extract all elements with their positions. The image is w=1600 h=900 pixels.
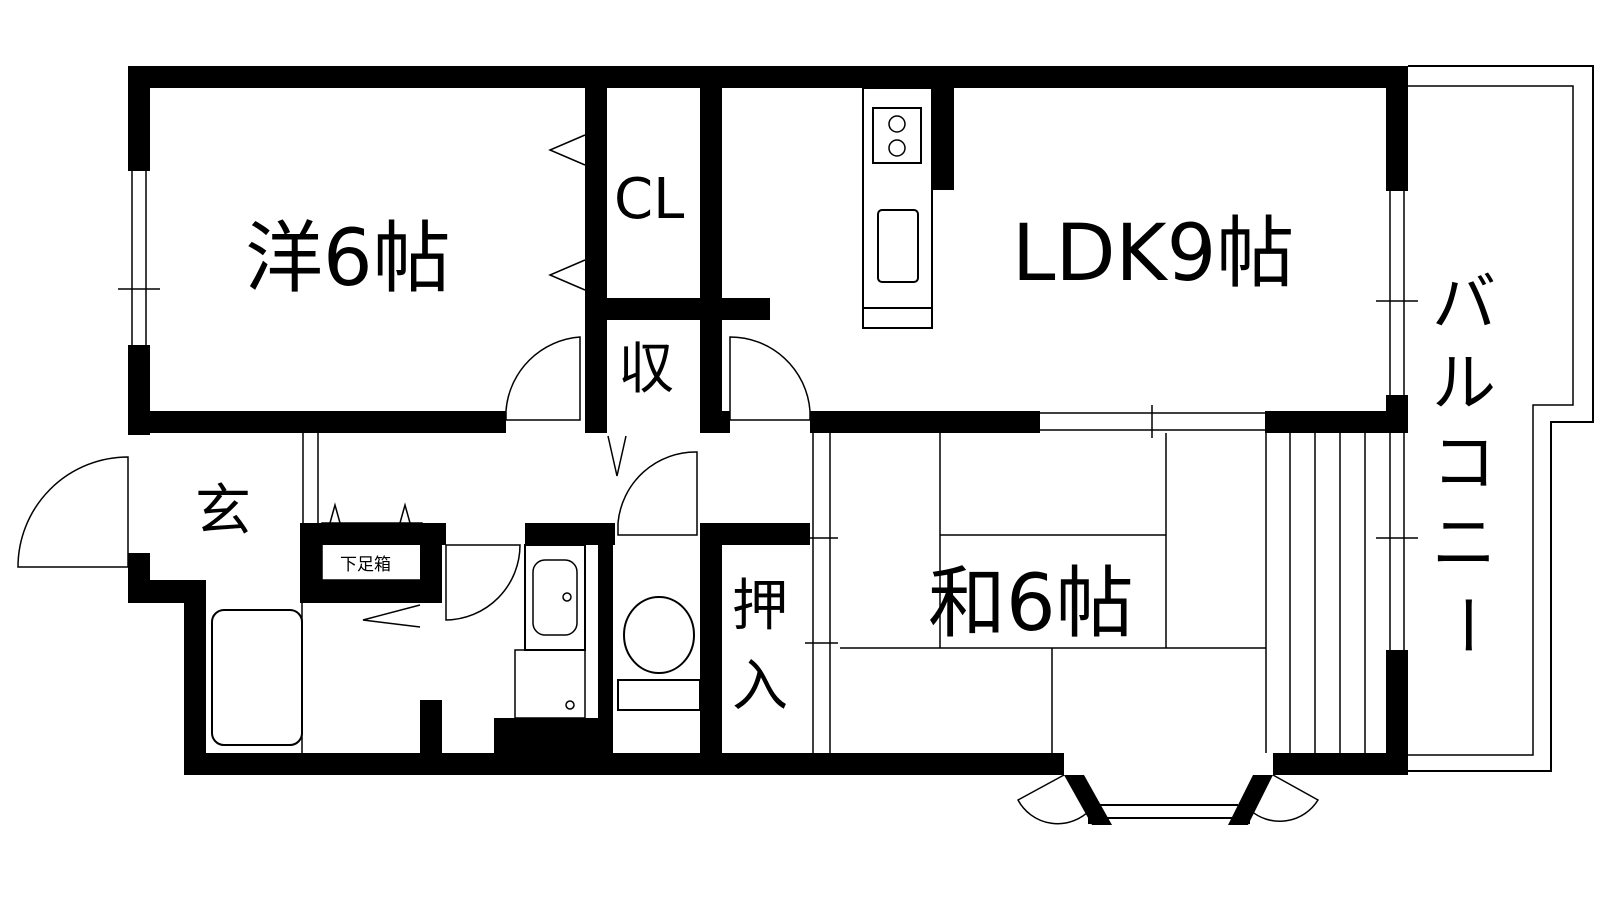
room-label-oshiire-bottom: 入 (732, 654, 788, 719)
room-label-closet: CL (614, 167, 684, 232)
doors (17, 133, 811, 628)
japanese-closet-lines (1265, 433, 1366, 753)
bay-window (1016, 774, 1320, 825)
windows (118, 171, 1418, 753)
room-label-japanese: 和6帖 (928, 559, 1134, 649)
balcony-outline (1408, 65, 1594, 772)
room-label-storage: 収 (618, 337, 674, 402)
interior-walls (128, 88, 1408, 775)
balcony-char: ル (1432, 347, 1496, 421)
shoe-box-label: 下足箱 (340, 555, 391, 575)
washbasin (514, 544, 586, 719)
tatami-lines (840, 433, 1266, 753)
room-label-oshiire-top: 押 (732, 574, 788, 639)
toilet (617, 596, 701, 711)
balcony-char: ニ (1432, 507, 1496, 581)
bathtub (211, 603, 303, 753)
balcony-char: コ (1432, 427, 1496, 501)
room-label-western: 洋6帖 (245, 214, 451, 304)
exterior-walls (128, 66, 1408, 775)
room-label-entrance: 玄 (195, 479, 251, 544)
shoe-box-outline (321, 502, 423, 581)
kitchen-counter (862, 87, 933, 329)
room-label-ldk: LDK9帖 (1012, 209, 1294, 299)
balcony-char: ー (1428, 593, 1502, 657)
balcony-char: バ (1432, 267, 1496, 341)
balcony-label: バ ル コ ニ ー (1428, 267, 1502, 657)
